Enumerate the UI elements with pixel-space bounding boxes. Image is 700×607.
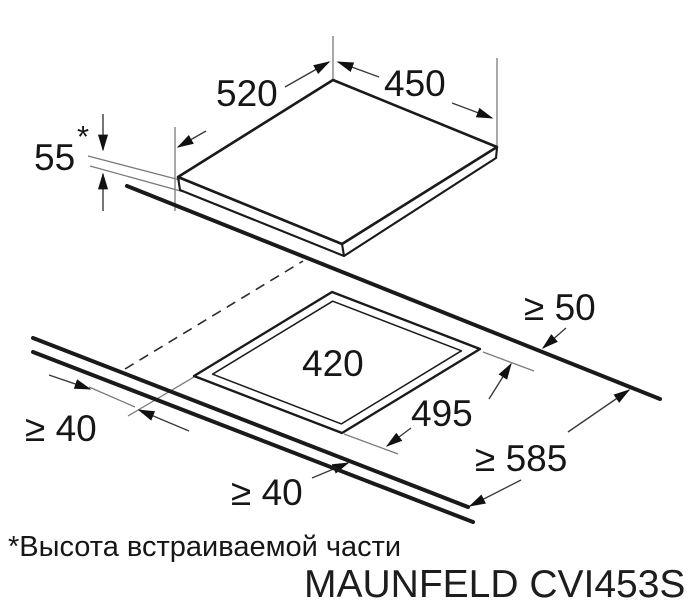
dim-585-arrow-front [468, 479, 522, 507]
worktop-front-edge-top [31, 336, 470, 509]
rear-clearance-label: ≥ 50 [524, 287, 596, 328]
dim-585-arrow-rear [567, 389, 631, 433]
worktop-front-edge-bottom [31, 350, 475, 524]
height-asterisk: * [77, 119, 89, 154]
model-name: MAUNFELD CVI453S [304, 563, 685, 606]
dim-450-arrow-right [451, 102, 494, 119]
worktop-cutout-view [31, 260, 482, 524]
dim-50-arrow [541, 327, 567, 349]
ext-line-side-gap [88, 386, 136, 408]
cutout-width-label: 420 [302, 343, 364, 384]
dimension-lines [48, 61, 631, 507]
hob-depth-label: 450 [384, 63, 446, 104]
hob-height-label: 55 [34, 137, 75, 178]
worktop-rear-edge [125, 184, 662, 401]
hob-glass-edge-lip [176, 147, 499, 258]
dim-450-arrow-left [336, 61, 380, 78]
dim-520-arrow-upper [284, 61, 331, 88]
front-clearance-label: ≥ 40 [231, 472, 303, 513]
left-clearance-label: ≥ 40 [25, 408, 97, 449]
ext-line-cutout-front [343, 433, 399, 455]
hob-width-label: 520 [216, 73, 278, 114]
total-depth-label: ≥ 585 [475, 438, 567, 479]
cutout-opening-inner [211, 300, 463, 425]
ext-line-cutout-rear [482, 351, 535, 372]
dim-495-arrow-rear [488, 362, 512, 400]
dim-495-arrow-front [385, 427, 412, 447]
dim-40-left-arrow-inner [137, 409, 190, 432]
dim-40-front-arrow [311, 462, 350, 479]
dim-40-left-arrow-outer [48, 374, 92, 390]
projection-dashed-line [124, 260, 304, 370]
ext-line-glass-top [87, 155, 181, 181]
footnote: *Высота встраиваемой части [8, 531, 401, 563]
hob-isometric-view [125, 78, 662, 401]
dim-520-arrow-lower [176, 130, 207, 148]
cutout-opening-outer [192, 290, 482, 435]
cutout-depth-label: 495 [411, 393, 473, 434]
ext-line-glass-bottom [89, 165, 185, 193]
hob-lip-front-corner [340, 243, 346, 257]
extension-lines [87, 36, 535, 455]
